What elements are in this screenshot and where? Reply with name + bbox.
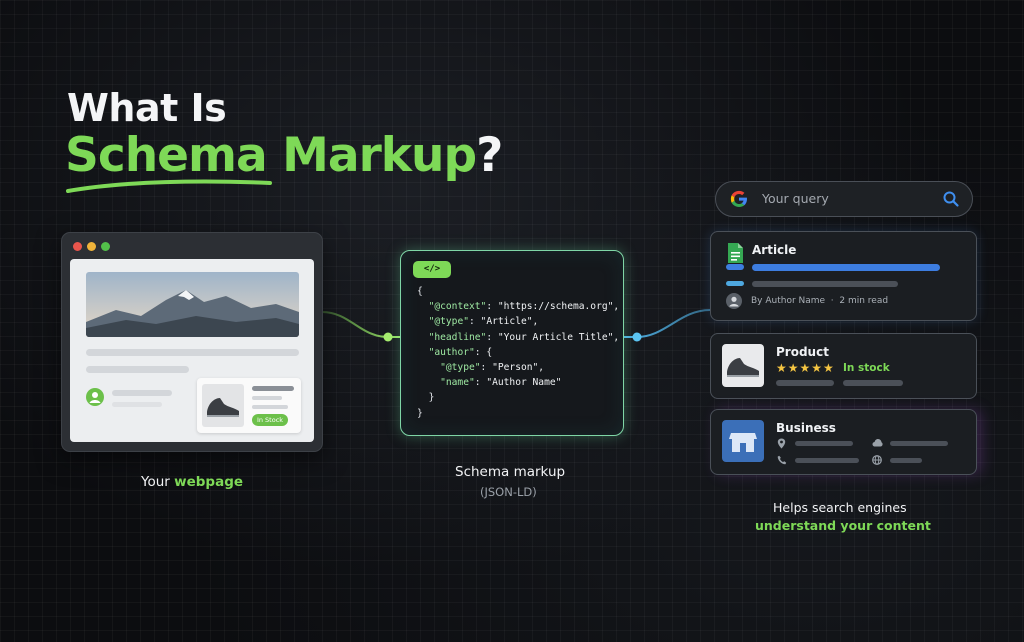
phone-bar [795, 458, 859, 463]
title-line-2: Schema Markup? [65, 128, 503, 183]
pin-icon [777, 438, 786, 449]
website-bar [890, 458, 922, 463]
code-line: "@type": "Article", [428, 316, 539, 328]
search-bar[interactable]: Your query [715, 181, 973, 217]
hero-mountain-image [86, 272, 299, 337]
code-line: "name": "Author Name" [440, 377, 562, 389]
avatar-icon [726, 293, 742, 309]
text-placeholder-bar [86, 349, 299, 356]
json-ld-code-panel: </> { "@context": "https://schema.org", … [400, 250, 624, 436]
avatar-icon [86, 388, 104, 406]
author-placeholder-bar [112, 402, 162, 407]
in-stock-badge: In Stock [252, 414, 288, 426]
result-card-article: Article By Author Name · 2 min read [710, 231, 977, 321]
code-line: "@context": "https://schema.org", [428, 301, 620, 313]
product-text-bar [252, 405, 288, 409]
article-title: Article [752, 243, 797, 257]
article-bar-marker [726, 281, 744, 286]
article-meta: By Author Name · 2 min read [751, 296, 889, 306]
product-text-bar [843, 380, 903, 386]
result-card-product: Product ★★★★★ In stock [710, 333, 977, 399]
doc-icon [728, 243, 743, 263]
webpage-caption-highlight: webpage [174, 474, 244, 490]
shoe-icon [722, 344, 764, 387]
product-title-bar [252, 386, 294, 391]
phone-icon [777, 455, 787, 465]
webpage-browser-mock: In Stock [61, 232, 323, 452]
connector-left-node [383, 332, 393, 342]
webpage-content: In Stock [70, 259, 314, 442]
article-headline-bar [752, 264, 940, 271]
title-underline-swoosh [66, 179, 272, 193]
result-card-business: Business [710, 409, 977, 475]
rating-stars: ★★★★★ [776, 361, 835, 375]
shoe-icon [202, 384, 244, 427]
code-line: "headline": "Your Article Title", [428, 331, 620, 343]
title-question-mark: ? [476, 128, 503, 183]
code-close-brace: } [417, 407, 423, 419]
code-icon: </> [413, 261, 451, 278]
hours-bar [890, 441, 948, 446]
window-minimize-dot [87, 242, 96, 251]
cloud-icon [872, 439, 883, 447]
webpage-caption: Your webpage [141, 474, 243, 490]
author-placeholder-bar [112, 390, 172, 396]
product-text-bar [776, 380, 834, 386]
product-title: Product [776, 345, 829, 359]
address-bar [795, 441, 853, 446]
webpage-caption-prefix: Your [141, 474, 175, 490]
window-close-dot [73, 242, 82, 251]
stock-status: In stock [843, 362, 890, 374]
code-block: { "@context": "https://schema.org", "@ty… [417, 284, 619, 421]
store-icon [722, 420, 764, 462]
connector-right-node [632, 332, 642, 342]
code-line: "author": { [428, 346, 493, 358]
results-caption-line-2: understand your content [755, 518, 931, 533]
search-icon[interactable] [942, 190, 960, 208]
code-open-brace: { [417, 286, 423, 297]
business-title: Business [776, 421, 836, 435]
schema-caption: Schema markup [455, 464, 566, 480]
globe-icon [872, 455, 882, 465]
code-line: "@type": "Person", [440, 362, 545, 374]
window-maximize-dot [101, 242, 110, 251]
title-line-1: What Is [67, 86, 227, 130]
schema-subcaption: (JSON-LD) [480, 485, 537, 499]
search-input[interactable]: Your query [762, 191, 829, 206]
article-text-bar [752, 281, 898, 287]
product-text-bar [252, 396, 282, 400]
code-inner-close: } [428, 392, 435, 404]
text-placeholder-bar [86, 366, 189, 373]
article-bar-marker [726, 264, 744, 270]
product-card: In Stock [197, 378, 301, 433]
results-caption-line-1: Helps search engines [773, 500, 907, 515]
title-highlight: Schema Markup [65, 128, 477, 183]
google-icon [730, 190, 747, 207]
